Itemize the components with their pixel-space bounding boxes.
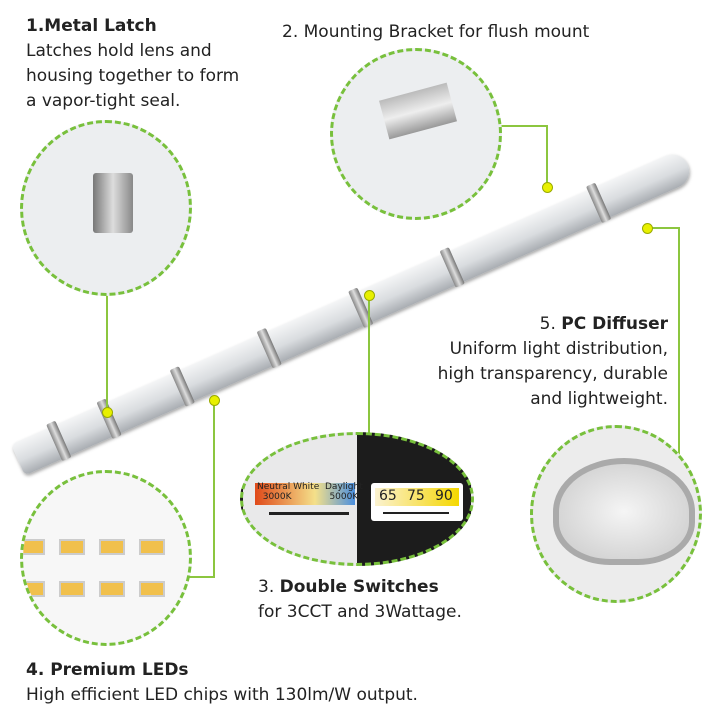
- feature-desc: high transparency, durable: [437, 364, 668, 384]
- cct-slider[interactable]: [269, 512, 349, 515]
- watt-option: 65: [379, 488, 397, 504]
- callout-dot: [364, 290, 375, 301]
- leader-line: [646, 227, 679, 229]
- cct-left-value: 3000K: [262, 492, 292, 502]
- feature-title: Mounting Bracket for flush mount: [303, 22, 590, 42]
- mounting-bracket-closeup: [330, 48, 502, 220]
- callout-dot: [209, 395, 220, 406]
- callout-dot: [642, 223, 653, 234]
- feature-number: 4.: [26, 660, 45, 680]
- callout-dot: [102, 407, 113, 418]
- leader-line: [678, 227, 680, 457]
- feature-4: 4. Premium LEDs High efficient LED chips…: [26, 658, 418, 708]
- feature-1: 1.Metal Latch Latches hold lens and hous…: [26, 14, 239, 114]
- feature-number: 3.: [258, 577, 275, 597]
- cct-right-label: Daylight: [325, 482, 363, 492]
- feature-5: 5. PC Diffuser Uniform light distributio…: [438, 312, 668, 412]
- feature-title: Double Switches: [279, 577, 439, 597]
- feature-desc: High efficient LED chips with 130lm/W ou…: [26, 685, 418, 705]
- feature-title: Metal Latch: [44, 16, 157, 36]
- feature-desc: and lightweight.: [530, 389, 668, 409]
- feature-title: Premium LEDs: [50, 660, 189, 680]
- feature-title: PC Diffuser: [561, 314, 668, 334]
- feature-number: 1.: [26, 16, 45, 36]
- cct-left-label: Neutral White: [257, 482, 320, 492]
- feature-2: 2. Mounting Bracket for flush mount: [282, 20, 589, 45]
- leader-line: [495, 125, 547, 127]
- leader-line: [368, 295, 370, 435]
- leader-line: [106, 290, 108, 412]
- watt-option: 90: [435, 488, 453, 504]
- leader-line: [546, 125, 548, 187]
- feature-number: 2.: [282, 22, 299, 42]
- metal-latch-closeup: [20, 120, 192, 296]
- leader-line: [188, 576, 215, 578]
- feature-number: 5.: [539, 314, 556, 334]
- leader-line: [213, 400, 215, 578]
- feature-3: 3. Double Switches for 3CCT and 3Wattage…: [258, 575, 462, 625]
- watt-slider[interactable]: [383, 512, 449, 514]
- callout-dot: [542, 182, 553, 193]
- feature-desc: Latches hold lens and: [26, 41, 212, 61]
- feature-desc: for 3CCT and 3Wattage.: [258, 602, 462, 622]
- pc-diffuser-closeup: [530, 425, 702, 603]
- watt-option: 75: [407, 488, 425, 504]
- leds-closeup: [20, 470, 192, 646]
- cct-right-value: 5000K: [329, 492, 359, 502]
- feature-desc: Uniform light distribution,: [449, 339, 668, 359]
- feature-desc: housing together to form: [26, 66, 240, 86]
- feature-desc: a vapor-tight seal.: [26, 91, 181, 111]
